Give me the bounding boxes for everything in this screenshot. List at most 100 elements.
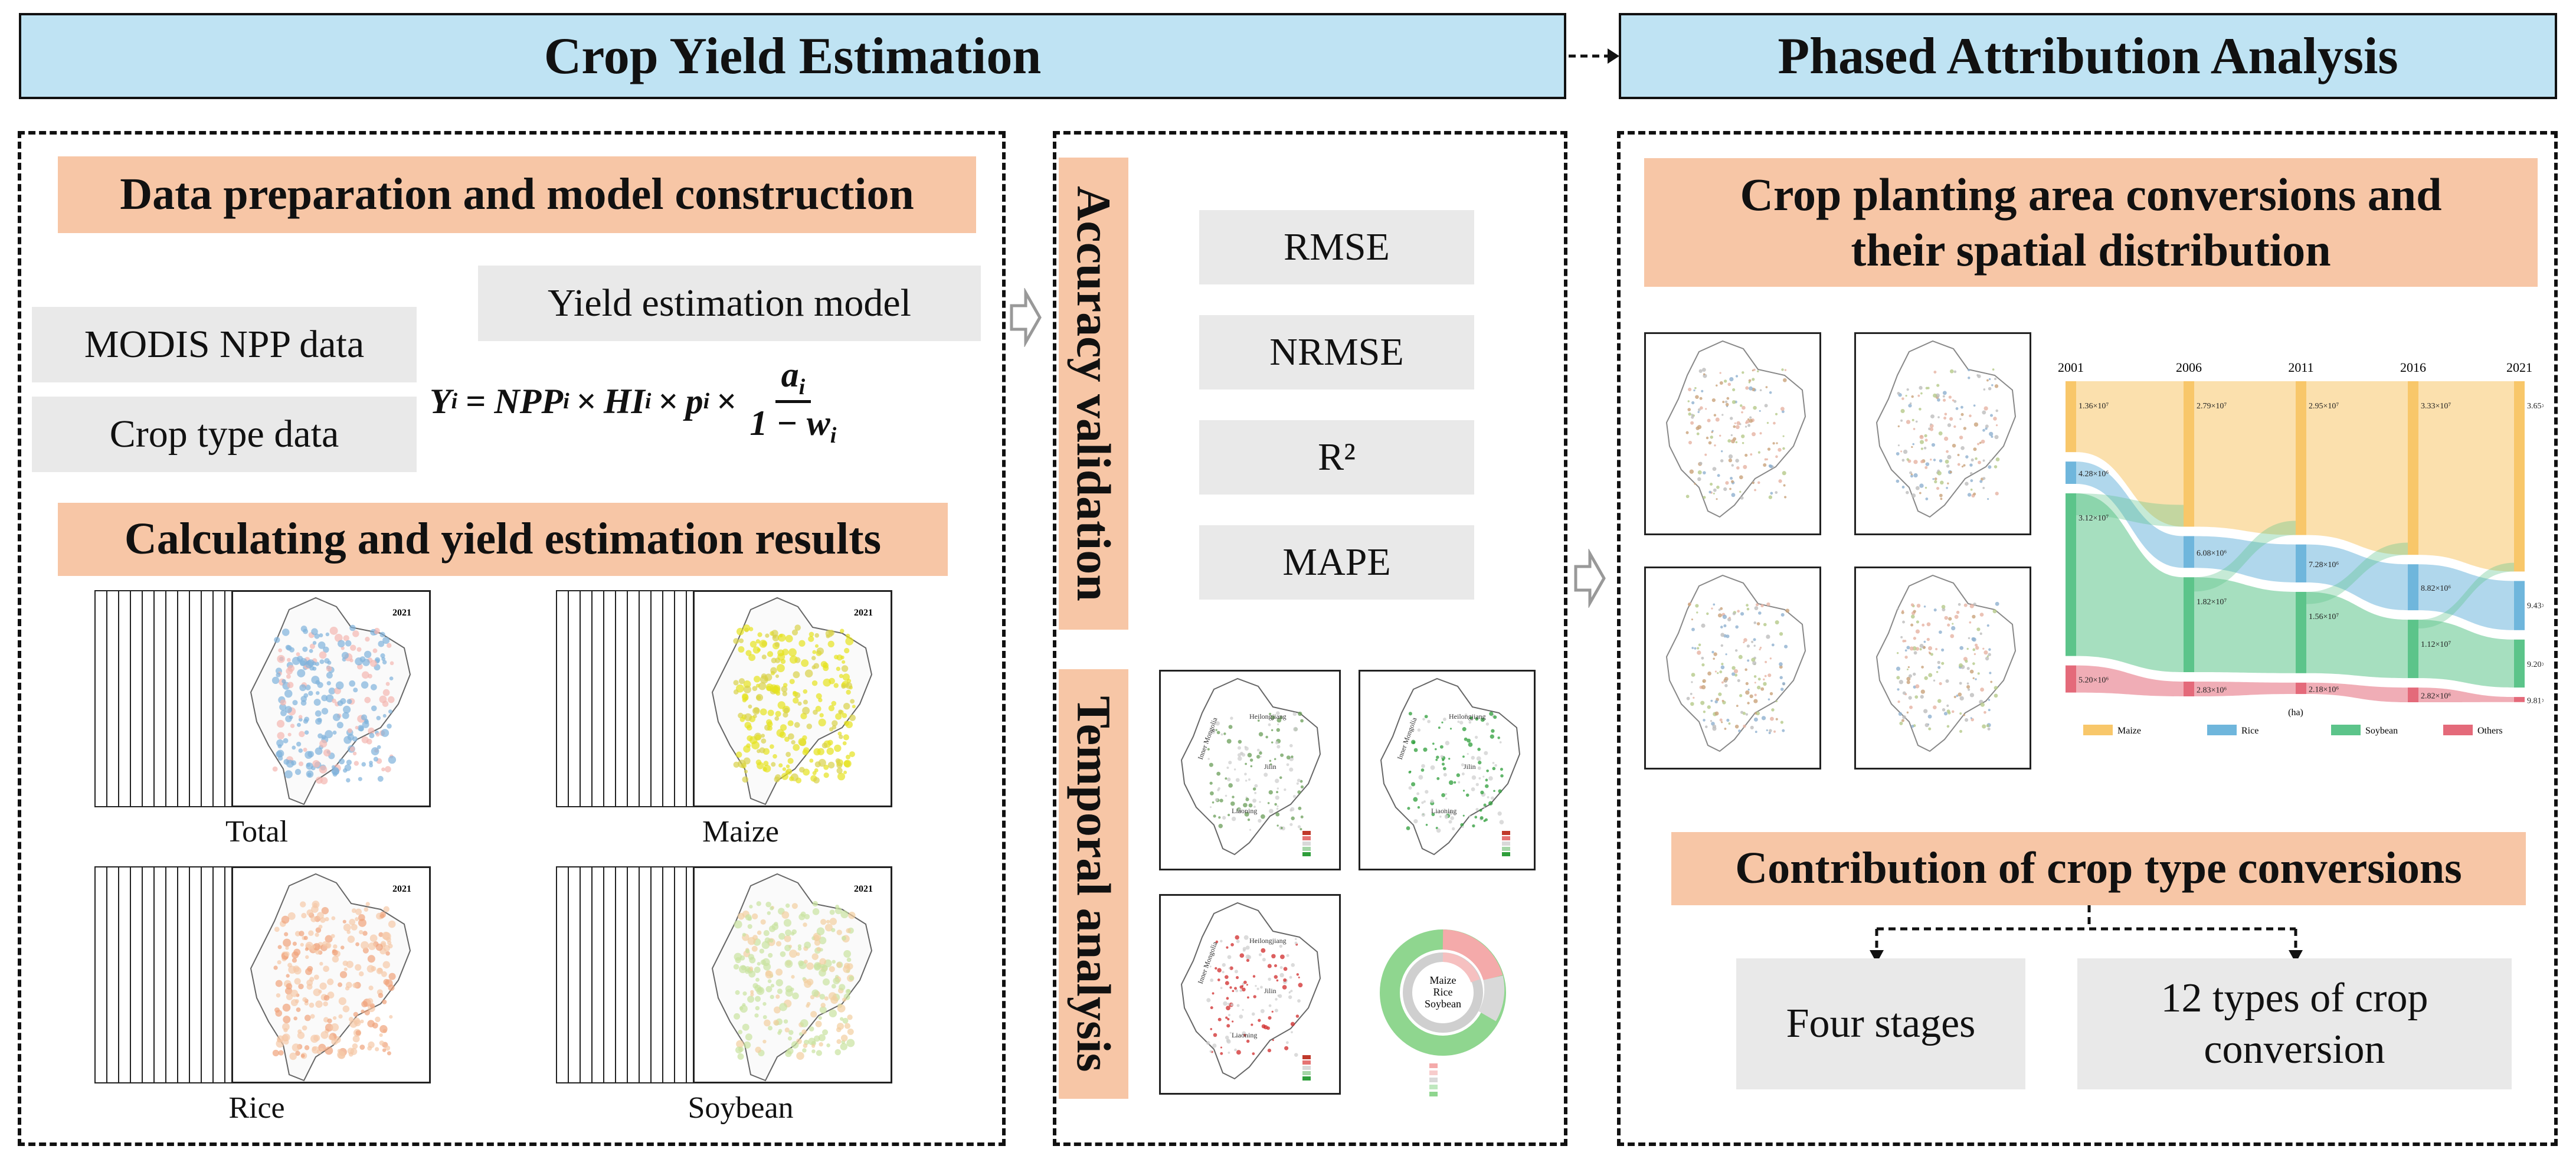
stack-total: 2021 <box>94 590 431 808</box>
donut-label-rice: Rice <box>1433 986 1453 998</box>
sankey-node-label: 1.82×10⁷ <box>2197 598 2227 607</box>
region-label: Jilin <box>1264 987 1276 995</box>
sankey-node-label: 3.33×10⁷ <box>2421 402 2451 411</box>
sankey-node <box>2408 620 2418 679</box>
sankey-node <box>2296 544 2306 582</box>
sankey-cross-flow <box>2418 562 2514 628</box>
sankey-year-label: 2016 <box>2400 360 2426 375</box>
sankey-flow <box>2306 381 2408 555</box>
map-year-label: 2021 <box>392 884 411 894</box>
legend-label: Rice <box>2241 726 2258 736</box>
map-year-label: 2021 <box>854 884 873 894</box>
left-panel <box>18 131 1006 1146</box>
conversion-map-4 <box>1854 567 2031 770</box>
sankey-node-label: 1.56×10⁷ <box>2309 613 2339 621</box>
hollow-arrow-2 <box>1574 549 1606 608</box>
sankey-chart: 1.36×10⁷4.28×10⁶3.12×10⁷5.20×10⁶20012.79… <box>2058 360 2544 736</box>
region-label: Heilongjiang <box>1449 712 1486 721</box>
donut-label-maize: Maize <box>1430 974 1456 986</box>
sankey-flow <box>2076 381 2184 527</box>
sankey-cross-flow <box>2306 542 2408 604</box>
sankey-xlabel: (ha) <box>2288 708 2303 718</box>
sankey-node-label: 1.12×10⁷ <box>2421 640 2451 649</box>
metric-rmse: RMSE <box>1199 210 1474 284</box>
sankey-node <box>2296 591 2306 673</box>
sankey-node <box>2184 577 2194 673</box>
sankey-node-label: 3.65×10⁷ <box>2527 402 2544 411</box>
sankey-node-label: 2.18×10⁶ <box>2309 685 2339 694</box>
sankey-cross-flow <box>2194 520 2296 592</box>
stack-rice: 2021 <box>94 866 431 1085</box>
region-label: Liaoning <box>1232 1031 1257 1039</box>
sankey-node <box>2514 581 2525 630</box>
sankey-year-label: 2021 <box>2506 360 2532 375</box>
conversion-map-3 <box>1644 567 1821 770</box>
sankey-node-label: 2.79×10⁷ <box>2197 402 2227 411</box>
formula-fraction: ai 1 − wi <box>749 355 837 448</box>
right-panel <box>1617 131 2558 1146</box>
sankey-flow <box>2418 381 2514 572</box>
region-label: Jilin <box>1464 762 1476 771</box>
crop-conversion-types-box: 12 types of crop conversion <box>2077 958 2512 1089</box>
region-label: Jilin <box>1264 762 1276 771</box>
stack-soybean: 2021 <box>556 866 892 1085</box>
sankey-node <box>2184 381 2194 527</box>
data-preparation-title: Data preparation and model construction <box>58 156 976 233</box>
legend-swatch <box>2443 725 2473 735</box>
sankey-node <box>2066 381 2076 453</box>
crop-area-conversion-title: Crop planting area conversions and their… <box>1644 158 2538 287</box>
sankey-node-label: 5.20×10⁶ <box>2079 676 2109 685</box>
phased-attribution-analysis-header: Phased Attribution Analysis <box>1619 13 2557 99</box>
branch-arrows <box>1870 905 2303 963</box>
region-label: Liaoning <box>1431 807 1456 815</box>
middle-panel <box>1053 131 1567 1146</box>
sankey-flow <box>2194 536 2296 582</box>
legend-swatch <box>2331 725 2361 735</box>
contribution-title: Contribution of crop type conversions <box>1671 832 2526 905</box>
sankey-year-label: 2001 <box>2058 360 2084 375</box>
sankey-node <box>2296 682 2306 695</box>
temporal-analysis-label: Temporal analysis <box>1059 669 1128 1099</box>
sankey-flow <box>2194 381 2296 535</box>
sankey-node-label: 9.81×10⁵ <box>2527 696 2544 705</box>
sankey-node-label: 2.82×10⁶ <box>2421 692 2451 701</box>
accuracy-validation-label: Accuracy validation <box>1059 158 1128 630</box>
header-arrow <box>1569 48 1619 64</box>
sankey-node-label: 9.20×10⁶ <box>2527 660 2544 669</box>
sankey-node <box>2514 639 2525 688</box>
formula-hi: HI <box>603 381 645 421</box>
sankey-node <box>2066 461 2076 484</box>
sankey-node-label: 1.36×10⁷ <box>2079 402 2109 411</box>
region-label: Heilongjiang <box>1249 712 1287 721</box>
legend-swatch <box>2207 725 2237 735</box>
map-year-label: 2021 <box>854 608 873 618</box>
sankey-year-label: 2006 <box>2176 360 2202 375</box>
sankey-node <box>2408 687 2418 702</box>
sankey-node-label: 3.12×10⁷ <box>2079 514 2109 523</box>
sankey-flow <box>2194 577 2296 673</box>
stack-maize: 2021 <box>556 590 892 808</box>
calculating-results-title: Calculating and yield estimation results <box>58 503 948 576</box>
sankey-node <box>2296 381 2306 535</box>
modis-npp-box: MODIS NPP data <box>32 307 417 382</box>
sankey-flow <box>2306 591 2408 679</box>
sankey-node-label: 9.43×10⁶ <box>2527 601 2544 610</box>
sankey-flow <box>2306 682 2408 702</box>
yield-model-box: Yield estimation model <box>478 266 981 341</box>
sankey-node-label: 6.08×10⁶ <box>2197 549 2227 558</box>
sankey-node <box>2514 381 2525 572</box>
caption-rice: Rice <box>228 1091 285 1125</box>
caption-maize: Maize <box>702 815 779 849</box>
sankey-flow <box>2194 682 2296 697</box>
legend-label: Maize <box>2117 726 2141 736</box>
sankey-node-label: 2.95×10⁷ <box>2309 402 2339 411</box>
metric-r2: R² <box>1199 420 1474 495</box>
sankey-node-label: 2.83×10⁶ <box>2197 686 2227 695</box>
metric-mape: MAPE <box>1199 525 1474 600</box>
formula-npp: NPP <box>494 381 564 421</box>
hollow-arrow-1 <box>1010 288 1042 347</box>
sankey-flow <box>2076 665 2184 697</box>
crop-type-box: Crop type data <box>32 397 417 472</box>
